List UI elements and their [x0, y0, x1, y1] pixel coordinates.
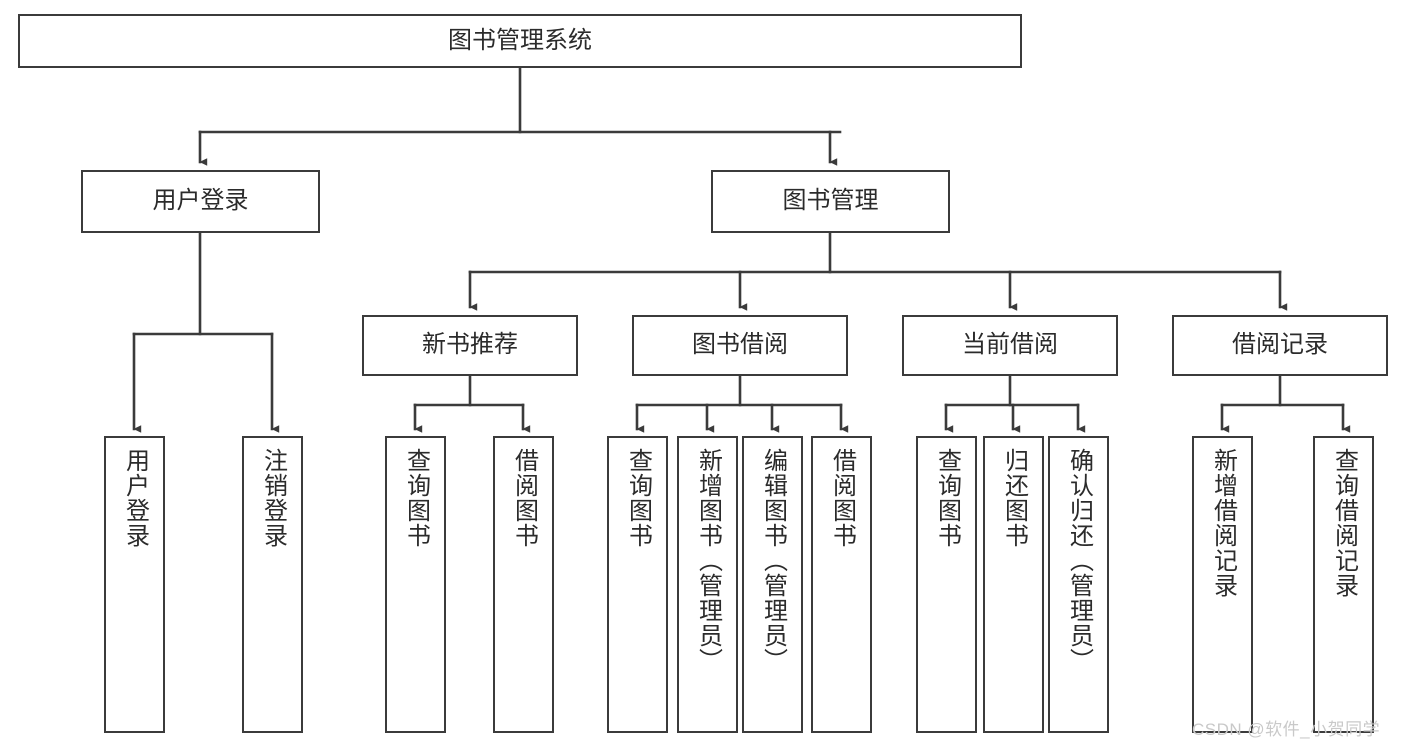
leaf-book-borrow-3[interactable]: 编辑图书（管理员）	[742, 436, 803, 733]
leaf-user-login-1[interactable]: 用户登录	[104, 436, 165, 733]
node-root-label: 图书管理系统	[448, 26, 592, 54]
leaf-book-borrow-4[interactable]: 借阅图书	[811, 436, 872, 733]
leaf-user-login-1-label: 用户登录	[121, 448, 149, 548]
leaf-current-borrow-3-label: 确认归还（管理员）	[1065, 448, 1093, 673]
node-new-book-recommend-label: 新书推荐	[422, 331, 518, 359]
leaf-new-book-1-label: 查询图书	[402, 448, 430, 548]
leaf-current-borrow-3[interactable]: 确认归还（管理员）	[1048, 436, 1109, 733]
leaf-user-login-2[interactable]: 注销登录	[242, 436, 303, 733]
leaf-current-borrow-2[interactable]: 归还图书	[983, 436, 1044, 733]
leaf-book-borrow-1[interactable]: 查询图书	[607, 436, 668, 733]
leaf-borrow-record-1-label: 新增借阅记录	[1209, 448, 1237, 598]
node-borrow-record-label: 借阅记录	[1232, 331, 1328, 359]
leaf-new-book-1[interactable]: 查询图书	[385, 436, 446, 733]
node-book-borrow[interactable]: 图书借阅	[632, 315, 848, 376]
node-root[interactable]: 图书管理系统	[18, 14, 1022, 68]
leaf-borrow-record-2[interactable]: 查询借阅记录	[1313, 436, 1374, 733]
leaf-book-borrow-2[interactable]: 新增图书（管理员）	[677, 436, 738, 733]
leaf-user-login-2-label: 注销登录	[259, 448, 287, 548]
node-current-borrow[interactable]: 当前借阅	[902, 315, 1118, 376]
leaf-book-borrow-4-label: 借阅图书	[828, 448, 856, 548]
node-book-management[interactable]: 图书管理	[711, 170, 950, 233]
leaf-book-borrow-2-label: 新增图书（管理员）	[694, 448, 722, 673]
node-current-borrow-label: 当前借阅	[962, 331, 1058, 359]
node-borrow-record[interactable]: 借阅记录	[1172, 315, 1388, 376]
leaf-borrow-record-1[interactable]: 新增借阅记录	[1192, 436, 1253, 733]
node-user-login-label: 用户登录	[152, 187, 249, 215]
leaf-book-borrow-3-label: 编辑图书（管理员）	[759, 448, 787, 673]
node-new-book-recommend[interactable]: 新书推荐	[362, 315, 578, 376]
leaf-new-book-2[interactable]: 借阅图书	[493, 436, 554, 733]
node-book-borrow-label: 图书借阅	[692, 331, 788, 359]
leaf-book-borrow-1-label: 查询图书	[624, 448, 652, 548]
leaf-current-borrow-1-label: 查询图书	[933, 448, 961, 548]
leaf-new-book-2-label: 借阅图书	[510, 448, 538, 548]
node-book-management-label: 图书管理	[782, 187, 879, 215]
leaf-current-borrow-2-label: 归还图书	[1000, 448, 1028, 548]
node-user-login[interactable]: 用户登录	[81, 170, 320, 233]
leaf-current-borrow-1[interactable]: 查询图书	[916, 436, 977, 733]
leaf-borrow-record-2-label: 查询借阅记录	[1330, 448, 1358, 598]
